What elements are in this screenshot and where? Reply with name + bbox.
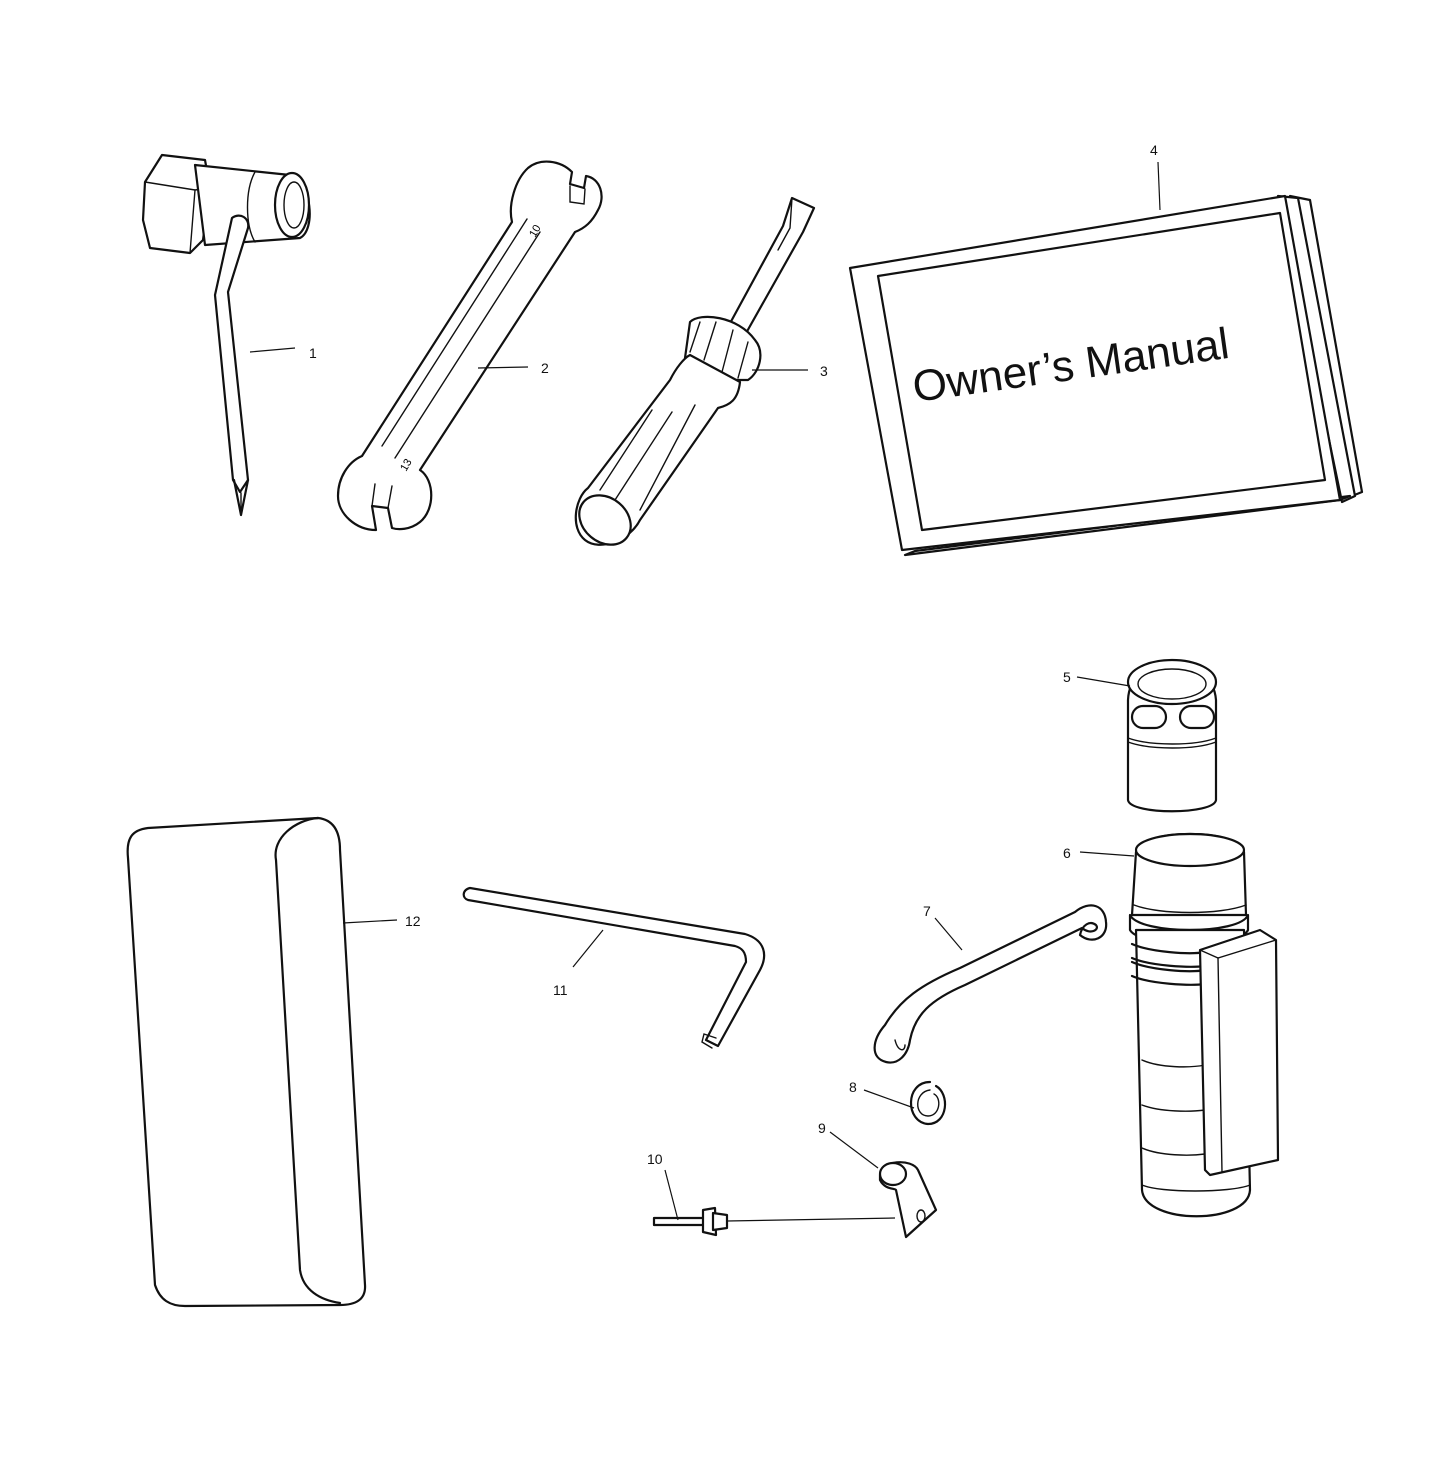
tool-pouch	[126, 816, 367, 1308]
callout-1: 1	[309, 345, 317, 361]
callout-8: 8	[849, 1079, 857, 1095]
callout-5: 5	[1063, 669, 1071, 685]
callout-7: 7	[923, 903, 931, 919]
tube-cap	[1126, 658, 1218, 813]
callout-12: 12	[405, 913, 421, 929]
screwdriver	[574, 196, 816, 546]
callout-3: 3	[820, 363, 828, 379]
open-end-wrench: 10 13	[336, 160, 603, 532]
spark-plug-wrench	[141, 153, 311, 517]
callout-2: 2	[541, 360, 549, 376]
owners-manual: Owner’s Manual	[848, 194, 1364, 557]
callout-9: 9	[818, 1120, 826, 1136]
callout-6: 6	[1063, 845, 1071, 861]
e-clip	[909, 1080, 947, 1126]
callout-4: 4	[1150, 142, 1158, 158]
rivet	[652, 1206, 896, 1237]
svg-text:13: 13	[398, 457, 415, 474]
callout-10: 10	[647, 1151, 663, 1167]
p-clamp	[878, 1161, 938, 1239]
tool-tube	[1128, 832, 1280, 1218]
callout-11: 11	[553, 982, 568, 998]
svg-text:10: 10	[527, 223, 544, 240]
strap	[873, 904, 1108, 1064]
hex-key	[462, 886, 766, 1049]
